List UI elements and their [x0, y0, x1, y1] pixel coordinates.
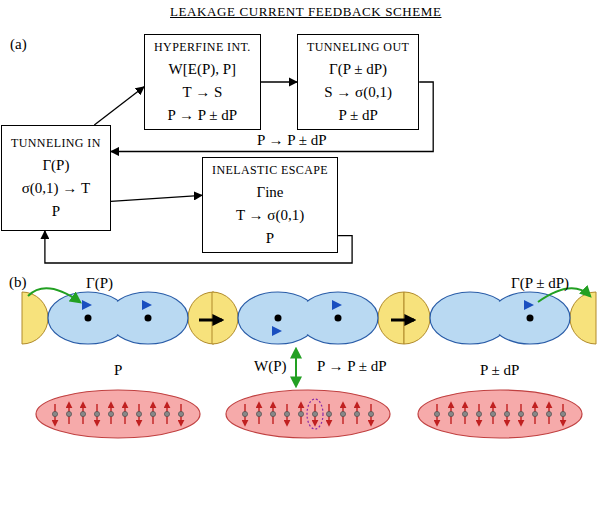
- quantum-dot: [49, 293, 127, 343]
- nucleus: [52, 411, 57, 416]
- nucleus: [340, 411, 345, 416]
- flipped-spin-marker: [307, 399, 323, 429]
- nucleus: [256, 411, 261, 416]
- nucleus: [178, 411, 183, 416]
- nucleus: [368, 411, 373, 416]
- polarization-label: P ± dP: [480, 362, 519, 379]
- box-line: Γ(P ± dP): [307, 61, 409, 78]
- nucleus: [66, 411, 71, 416]
- electron: [335, 315, 342, 322]
- quantum-dot: [48, 292, 128, 344]
- panel-label: (b): [9, 274, 27, 291]
- nucleus: [462, 411, 467, 416]
- lead: [404, 292, 430, 344]
- step-arrow: [391, 319, 414, 322]
- lead: [22, 292, 48, 344]
- box-heading: TUNNELING OUT: [307, 40, 409, 55]
- box-line: T → S: [154, 84, 251, 101]
- nucleus: [490, 411, 495, 416]
- nucleus: [434, 411, 439, 416]
- hyperfine-label: W(P): [254, 358, 287, 375]
- dot-panel: [212, 292, 404, 438]
- nuclear-bath: [36, 390, 200, 438]
- box-heading: TUNNELING IN: [11, 136, 101, 151]
- box-line: σ(0,1) → T: [11, 180, 101, 197]
- lead: [378, 292, 404, 344]
- dot-panel: [404, 288, 596, 438]
- box-line: Γine: [212, 184, 328, 201]
- nucleus: [80, 411, 85, 416]
- box-heading: INELASTIC ESCAPE: [212, 163, 328, 178]
- diagram-title: LEAKAGE CURRENT FEEDBACK SCHEME: [170, 4, 442, 20]
- rate-label: Γ(P ± dP): [511, 275, 569, 292]
- lead: [212, 292, 238, 344]
- nucleus: [560, 411, 565, 416]
- nucleus: [150, 411, 155, 416]
- quantum-dot: [238, 292, 318, 344]
- nucleus: [546, 411, 551, 416]
- nucleus: [136, 411, 141, 416]
- electron: [527, 315, 534, 322]
- polarization-change-label: P → P ± dP: [317, 358, 387, 375]
- rate-label: Γ(P): [86, 275, 113, 292]
- nucleus: [448, 411, 453, 416]
- nucleus: [504, 411, 509, 416]
- process-box: INELASTIC ESCAPE Γine T → σ(0,1) P: [202, 157, 338, 253]
- nucleus: [532, 411, 537, 416]
- nucleus: [122, 411, 127, 416]
- electron: [85, 315, 92, 322]
- nucleus: [164, 411, 169, 416]
- nucleus: [518, 411, 523, 416]
- quantum-dot: [239, 293, 317, 343]
- dot-panel: [22, 288, 214, 438]
- process-box: TUNNELING IN Γ(P) σ(0,1) → T P: [1, 125, 111, 231]
- nucleus: [108, 411, 113, 416]
- quantum-dot-panels: [22, 288, 596, 438]
- box-line: P: [212, 230, 328, 247]
- nucleus: [284, 411, 289, 416]
- electron: [145, 315, 152, 322]
- nucleus: [270, 411, 275, 416]
- flow-arrow: [94, 87, 144, 125]
- flow-arrow: [111, 195, 202, 201]
- box-line: Γ(P): [11, 157, 101, 174]
- process-box: TUNNELING OUT Γ(P ± dP) S → σ(0,1) P ± dP: [297, 34, 419, 130]
- tunnel-in-arrow: [28, 288, 80, 302]
- nuclear-bath: [418, 390, 582, 438]
- electron: [275, 315, 282, 322]
- step-arrow: [199, 319, 222, 322]
- nucleus: [354, 411, 359, 416]
- box-heading: HYPERFINE INT.: [154, 40, 251, 55]
- nucleus: [298, 411, 303, 416]
- box-line: S → σ(0,1): [307, 84, 409, 101]
- nucleus: [312, 411, 317, 416]
- edge-label: P → P ± dP: [255, 132, 329, 149]
- lead: [188, 292, 214, 344]
- flow-arrow: [261, 81, 297, 82]
- box-line: P: [11, 203, 101, 220]
- nucleus: [242, 411, 247, 416]
- hyperfine-arrow: [295, 349, 297, 386]
- polarization-label: P: [114, 362, 122, 379]
- quantum-dot: [431, 293, 509, 343]
- panel-label: (a): [10, 36, 27, 53]
- process-box: HYPERFINE INT. W[E(P), P] T → S P → P ± dP: [144, 34, 261, 130]
- nuclear-bath: [226, 390, 390, 438]
- box-line: T → σ(0,1): [212, 207, 328, 224]
- box-line: P → P ± dP: [154, 107, 251, 124]
- nucleus: [326, 411, 331, 416]
- nucleus: [476, 411, 481, 416]
- box-line: P ± dP: [307, 107, 409, 124]
- lead: [570, 292, 596, 344]
- quantum-dot: [430, 292, 510, 344]
- box-line: W[E(P), P]: [154, 61, 251, 78]
- nucleus: [94, 411, 99, 416]
